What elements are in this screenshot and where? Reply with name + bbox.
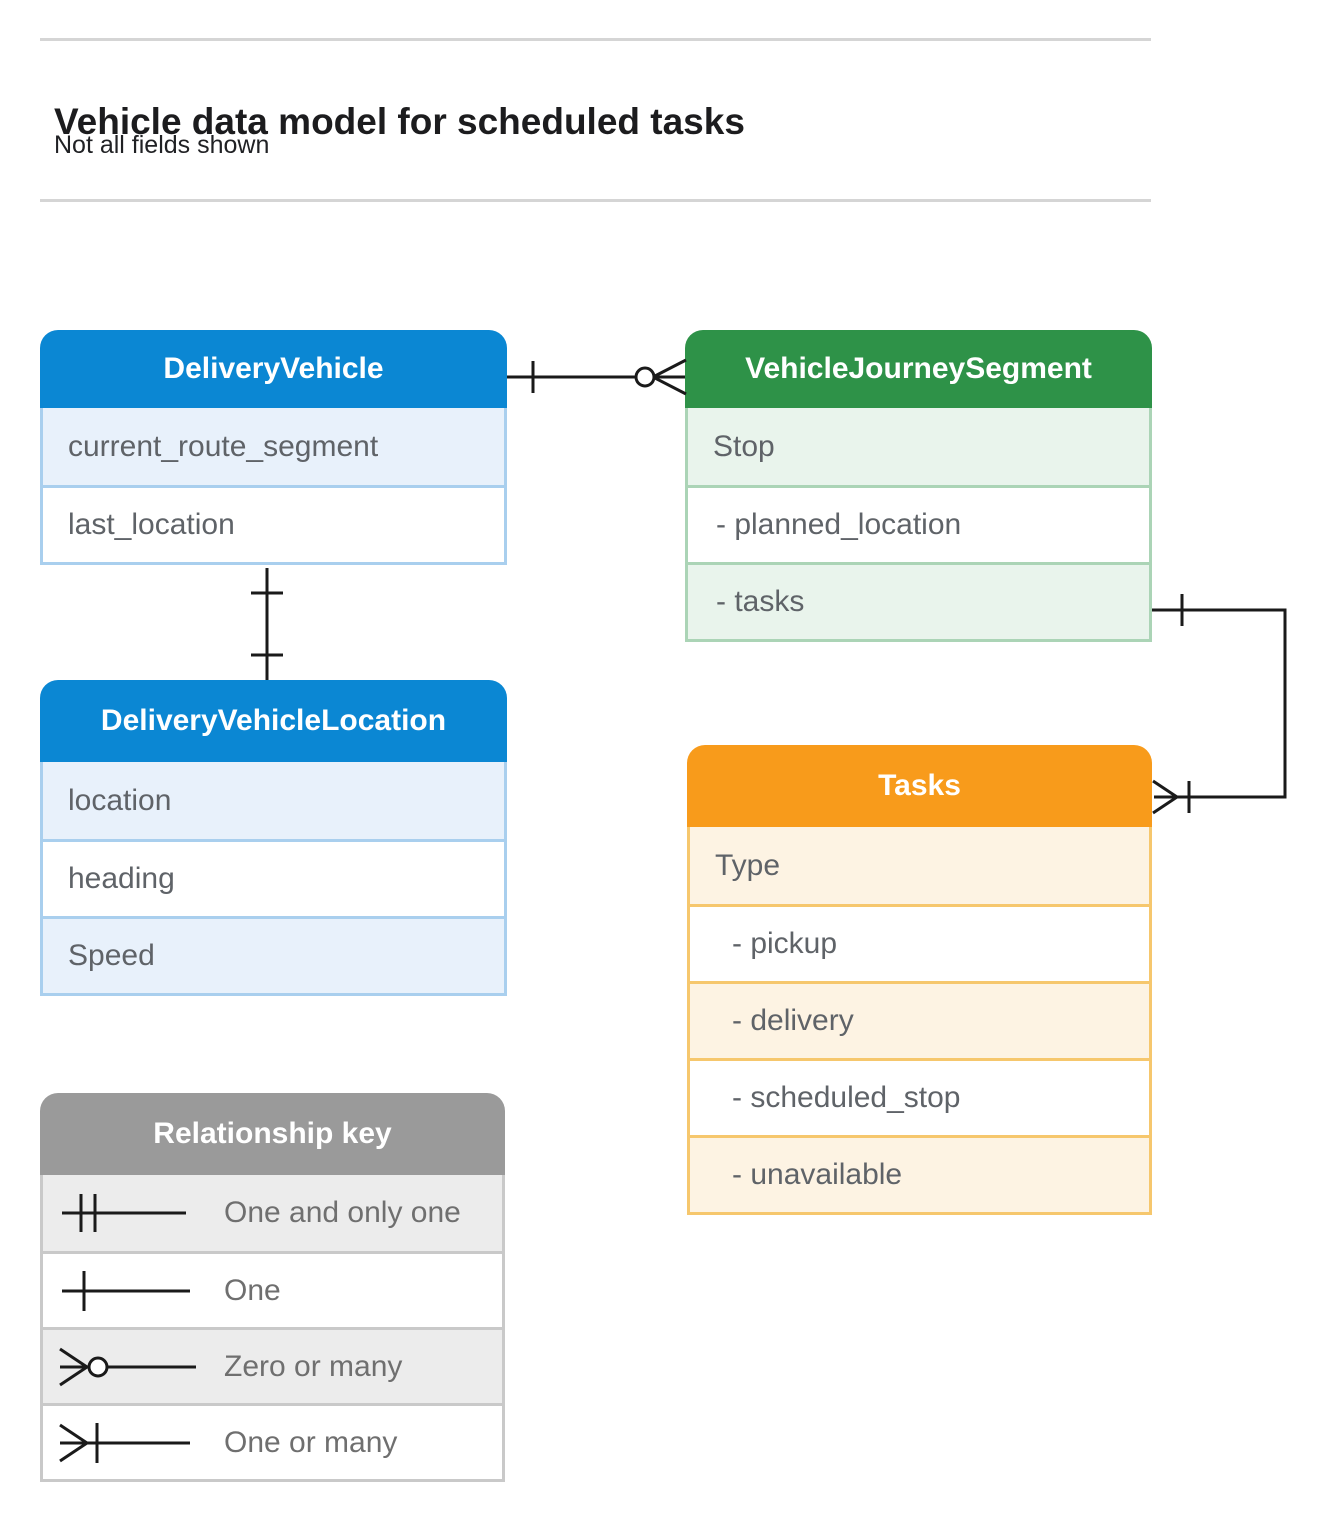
entity-title: DeliveryVehicleLocation — [100, 704, 447, 737]
legend-label: One — [224, 1273, 281, 1307]
entity-delivery-vehicle-location: DeliveryVehicleLocation location heading… — [40, 680, 507, 996]
one-and-only-one-icon — [62, 1194, 186, 1232]
legend-item: One — [43, 1251, 502, 1327]
legend-label: Zero or many — [224, 1349, 403, 1383]
field-row: - planned_location — [688, 485, 1149, 562]
entity-title: DeliveryVehicle — [163, 352, 384, 385]
field-row: - delivery — [690, 981, 1149, 1058]
field-label: location — [68, 783, 172, 817]
one-icon — [62, 1270, 190, 1311]
legend-body: One and only one One Zero or many One or… — [40, 1175, 505, 1482]
connector-deliveryvehicle-vehiclejourneysegment — [507, 358, 687, 396]
field-row: - pickup — [690, 904, 1149, 981]
field-label: last_location — [68, 508, 235, 541]
field-label: - unavailable — [732, 1158, 903, 1191]
field-row: Stop — [688, 408, 1149, 485]
legend-item: One and only one — [43, 1175, 502, 1251]
field-row: heading — [43, 839, 504, 916]
entity-tasks: Tasks Type - pickup - delivery - schedul… — [687, 745, 1152, 1215]
field-row: location — [43, 762, 504, 839]
entity-title: Tasks — [878, 769, 961, 802]
field-label: - tasks — [716, 585, 805, 618]
field-row: Speed — [43, 916, 504, 993]
field-row: - unavailable — [690, 1135, 1149, 1212]
connector-deliveryvehicle-deliveryvehiclelocation — [251, 568, 283, 680]
zero-or-many-icon — [59, 1347, 196, 1386]
field-row: - scheduled_stop — [690, 1058, 1149, 1135]
entity-vehicle-journey-segment: VehicleJourneySegment Stop - planned_loc… — [685, 330, 1152, 642]
entity-header: DeliveryVehicle — [40, 330, 507, 408]
field-row: Type — [690, 827, 1149, 904]
legend-label: One and only one — [224, 1196, 461, 1229]
field-label: heading — [68, 862, 175, 895]
header-divider — [40, 199, 1151, 202]
field-row: - tasks — [688, 562, 1149, 639]
field-row: last_location — [43, 485, 504, 562]
field-label: - pickup — [732, 927, 838, 960]
field-label: current_route_segment — [68, 429, 379, 463]
entity-header: VehicleJourneySegment — [685, 330, 1152, 408]
field-label: - scheduled_stop — [732, 1081, 961, 1114]
legend-header: Relationship key — [40, 1093, 505, 1175]
connector-vehiclejourneysegment-tasks — [1152, 594, 1287, 815]
top-divider — [40, 38, 1151, 41]
legend-item: Zero or many — [43, 1327, 502, 1403]
entity-body: location heading Speed — [40, 762, 507, 996]
field-label: - delivery — [732, 1004, 854, 1037]
entity-header: Tasks — [687, 745, 1152, 827]
legend-item: One or many — [43, 1403, 502, 1479]
entity-body: Type - pickup - delivery - scheduled_sto… — [687, 827, 1152, 1215]
page-title: Vehicle data model for scheduled tasks — [54, 100, 745, 142]
entity-delivery-vehicle: DeliveryVehicle current_route_segment la… — [40, 330, 507, 565]
field-label: Speed — [68, 939, 155, 972]
legend-label: One or many — [224, 1425, 398, 1459]
entity-title: VehicleJourneySegment — [745, 352, 1092, 385]
field-label: Type — [715, 848, 781, 882]
field-row: current_route_segment — [43, 408, 504, 485]
page-subtitle: Not all fields shown — [54, 131, 270, 159]
entity-body: current_route_segment last_location — [40, 408, 507, 565]
entity-header: DeliveryVehicleLocation — [40, 680, 507, 762]
legend-title: Relationship key — [153, 1117, 392, 1150]
entity-body: Stop - planned_location - tasks — [685, 408, 1152, 642]
one-or-many-icon — [59, 1422, 190, 1463]
relationship-key: Relationship key One and only one One Ze… — [40, 1093, 505, 1482]
field-label: Stop — [713, 429, 775, 463]
field-label: - planned_location — [716, 508, 962, 541]
